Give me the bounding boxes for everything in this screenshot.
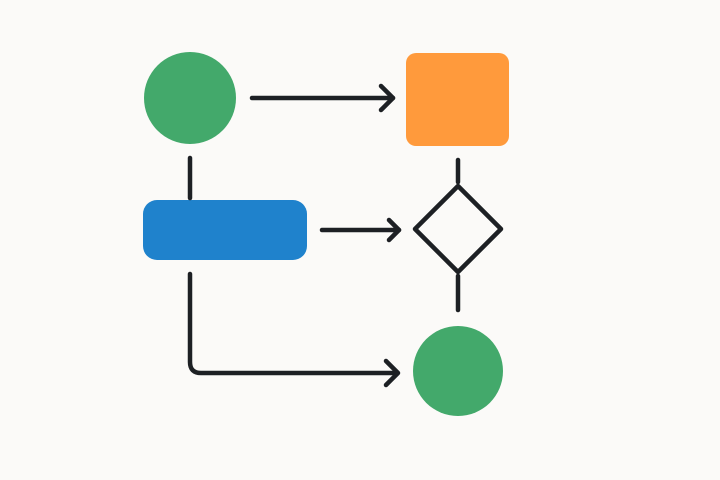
process-square-node [406, 53, 509, 146]
end-circle-node [413, 326, 503, 416]
decision-diamond-node [412, 183, 504, 275]
edge-bar-to-end [187, 271, 400, 376]
start-circle-node [144, 52, 236, 144]
arrowhead-bar-to-decision [386, 217, 402, 243]
arrowhead-bar-to-end [383, 358, 401, 388]
process-bar-node [143, 200, 307, 260]
arrowhead-start-to-square [378, 83, 396, 113]
